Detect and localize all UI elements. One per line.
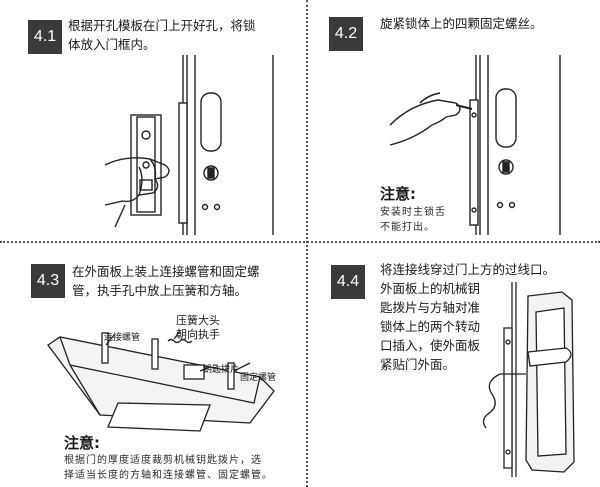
step-4-3-instruction: 在外面板上装上连接螺管和固定螺 管，执手孔中放上压簧和方轴。	[72, 262, 260, 300]
step-4-1-line-1: 根据开孔模板在门上开好孔，将锁	[68, 18, 256, 33]
step-4-2-illustration	[389, 55, 561, 235]
callout-spring-line-2: 朝向执手	[176, 328, 220, 341]
step-badge-4-2: 4.2	[329, 17, 363, 51]
step-4-4-line-2: 外面板上的机械钥	[380, 281, 481, 296]
step-4-1-instruction: 根据开孔模板在门上开好孔，将锁 体放入门框内。	[68, 16, 256, 54]
callout-connect-tube: 连接螺管	[104, 333, 141, 343]
step-4-3-line-2: 管，执手孔中放上压簧和方轴。	[72, 283, 248, 298]
step-badge-4-1: 4.1	[28, 20, 62, 54]
callout-key-plate: 钥匙拨片	[203, 365, 240, 375]
step-4-2-instruction: 旋紧锁体上的四颗固定螺丝。	[380, 14, 543, 33]
callout-spring-line-1: 压簧大头	[176, 314, 220, 327]
step-4-3-note-line-2: 择适当长度的方轴和连接螺管、固定螺管。	[64, 470, 273, 481]
step-4-2-note-title: 注意:	[380, 185, 416, 203]
step-4-2-note: 安装时主锁舌 不能打出。	[380, 205, 446, 235]
step-4-4-line-5: 口插入，使外面板	[380, 338, 481, 353]
step-4-3-note-line-1: 根据门的厚度适度裁剪机械钥匙拨片，选	[64, 455, 262, 466]
step-badge-4-4: 4.4	[331, 265, 365, 299]
step-4-3-note: 根据门的厚度适度裁剪机械钥匙拨片，选 择适当长度的方轴和连接螺管、固定螺管。	[64, 453, 273, 483]
horizontal-divider	[0, 241, 600, 243]
step-4-4-line-4: 锁体上的两个转动	[380, 319, 481, 334]
step-4-2-line-1: 旋紧锁体上的四颗固定螺丝。	[380, 16, 543, 31]
step-4-2-note-line-1: 安装时主锁舌	[380, 207, 446, 218]
step-4-4-illustration	[482, 282, 575, 477]
step-4-4-line-1: 将连接线穿过门上方的过线口。	[380, 262, 556, 277]
step-badge-4-3: 4.3	[31, 264, 65, 298]
step-4-3-line-1: 在外面板上装上连接螺管和固定螺	[72, 264, 260, 279]
step-4-2-note-line-2: 不能打出。	[380, 222, 435, 233]
step-4-3-note-title: 注意:	[64, 434, 100, 452]
vertical-divider	[306, 0, 308, 487]
callout-fix-tube: 固定螺管	[240, 373, 277, 383]
step-4-4-line-3: 匙拨片与方轴对准	[380, 300, 481, 315]
step-4-1-illustration	[104, 55, 274, 235]
step-4-1-line-2: 体放入门框内。	[68, 37, 156, 52]
step-4-4-line-6: 紧贴门外面。	[380, 357, 456, 372]
step-4-3-illustration	[47, 330, 275, 432]
step-4-4-instruction: 将连接线穿过门上方的过线口。 外面板上的机械钥 匙拨片与方轴对准 锁体上的两个转…	[380, 260, 555, 374]
callout-spring: 压簧大头 朝向执手	[176, 314, 220, 342]
